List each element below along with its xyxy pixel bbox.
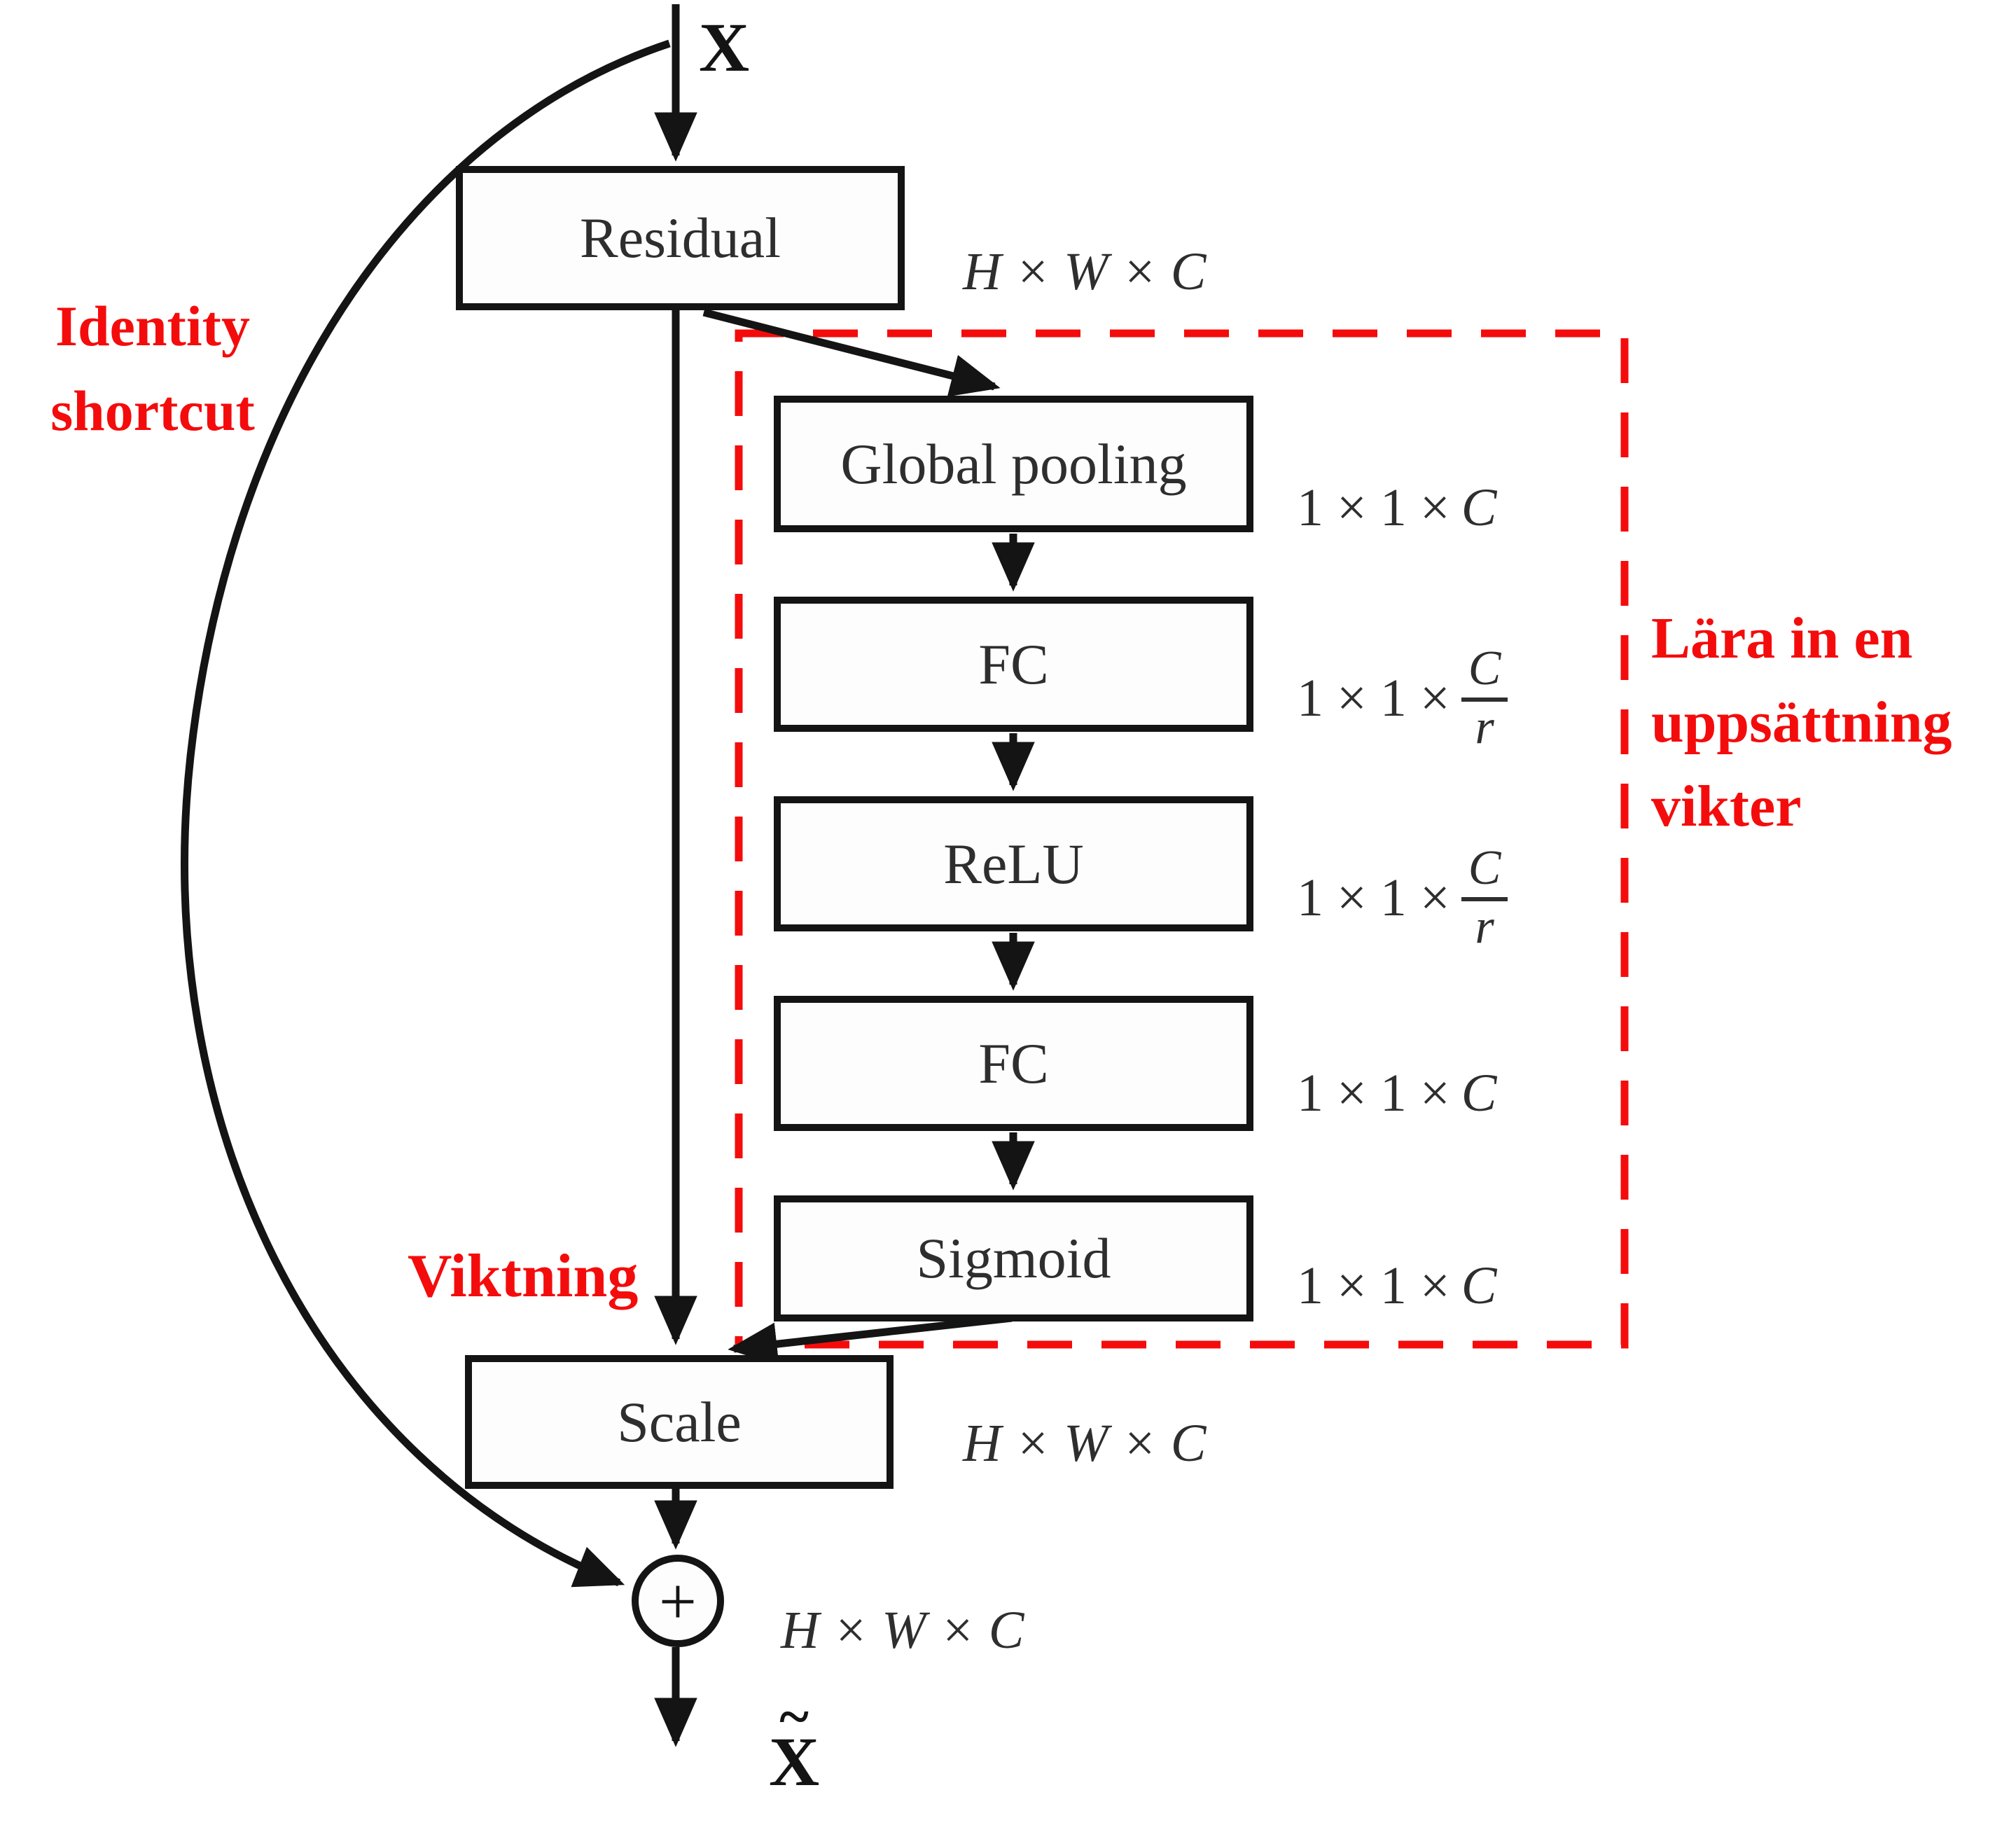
weighting-annotation: Viktning	[408, 1242, 639, 1310]
relu-dim-label: 1 × 1 × C r	[1297, 844, 1508, 952]
plus-icon: +	[658, 1563, 697, 1639]
learn-weights-line1: Lära in en	[1651, 606, 1913, 671]
global-pooling-dim-label: 1 × 1 × C	[1297, 478, 1496, 539]
scale-dim-label: H × W × C	[963, 1414, 1207, 1473]
learn-weights-annotation: Lära in en uppsättning vikter	[1651, 597, 1952, 849]
sigmoid-label: Sigmoid	[916, 1226, 1111, 1290]
fraction: C r	[1461, 844, 1508, 952]
dim-prefix: 1 × 1 ×	[1297, 1256, 1450, 1315]
output-label-x: X	[769, 1723, 820, 1800]
identity-shortcut-line1: Identity	[55, 294, 250, 358]
global-pooling-label: Global pooling	[840, 431, 1187, 496]
dim-var: C	[1461, 478, 1497, 537]
fc2-label: FC	[978, 1031, 1049, 1095]
dim-prefix: 1 × 1 ×	[1297, 868, 1450, 927]
sigmoid-box: Sigmoid	[774, 1195, 1253, 1321]
dim-prefix: 1 × 1 ×	[1297, 1064, 1450, 1123]
fraction-denominator: r	[1475, 700, 1494, 754]
dim-prefix: 1 × 1 ×	[1297, 478, 1450, 537]
sigmoid-dim-label: 1 × 1 × C	[1297, 1256, 1496, 1317]
dim-prefix: 1 × 1 ×	[1297, 668, 1450, 728]
relu-label: ReLU	[943, 831, 1084, 896]
residual-box: Residual	[456, 166, 905, 310]
learn-weights-line2: uppsättning	[1651, 690, 1952, 756]
learn-weights-line3: vikter	[1651, 774, 1802, 840]
fraction-denominator: r	[1475, 900, 1494, 954]
sum-dim-label: H × W × C	[781, 1601, 1024, 1660]
identity-shortcut-line2: shortcut	[50, 379, 255, 443]
residual-label: Residual	[580, 206, 781, 270]
fc1-label: FC	[978, 632, 1049, 696]
residual-to-global-pooling-arrow	[702, 308, 1001, 397]
scale-box: Scale	[465, 1355, 894, 1489]
input-label: X	[699, 8, 750, 86]
fc1-dim-label: 1 × 1 × C r	[1297, 644, 1508, 752]
scale-label: Scale	[617, 1389, 742, 1454]
dim-var: C	[1461, 1064, 1497, 1123]
relu-box: ReLU	[774, 796, 1253, 931]
output-label: ~ X	[769, 1689, 820, 1800]
sum-node: +	[632, 1555, 724, 1647]
identity-shortcut-annotation: Identity shortcut	[25, 284, 281, 454]
fraction-numerator: C	[1461, 644, 1508, 702]
residual-dim-label: H × W × C	[963, 242, 1207, 301]
fraction-numerator: C	[1461, 844, 1508, 901]
learned-weights-boundary	[735, 329, 1629, 1349]
fc2-box: FC	[774, 996, 1253, 1131]
fc2-dim-label: 1 × 1 × C	[1297, 1063, 1496, 1124]
fraction: C r	[1461, 644, 1508, 752]
identity-shortcut-curve	[181, 39, 671, 1588]
global-pooling-box: Global pooling	[774, 396, 1253, 532]
fc1-box: FC	[774, 597, 1253, 732]
sigmoid-to-scale-arrow	[728, 1314, 1013, 1366]
dim-var: C	[1461, 1256, 1497, 1315]
